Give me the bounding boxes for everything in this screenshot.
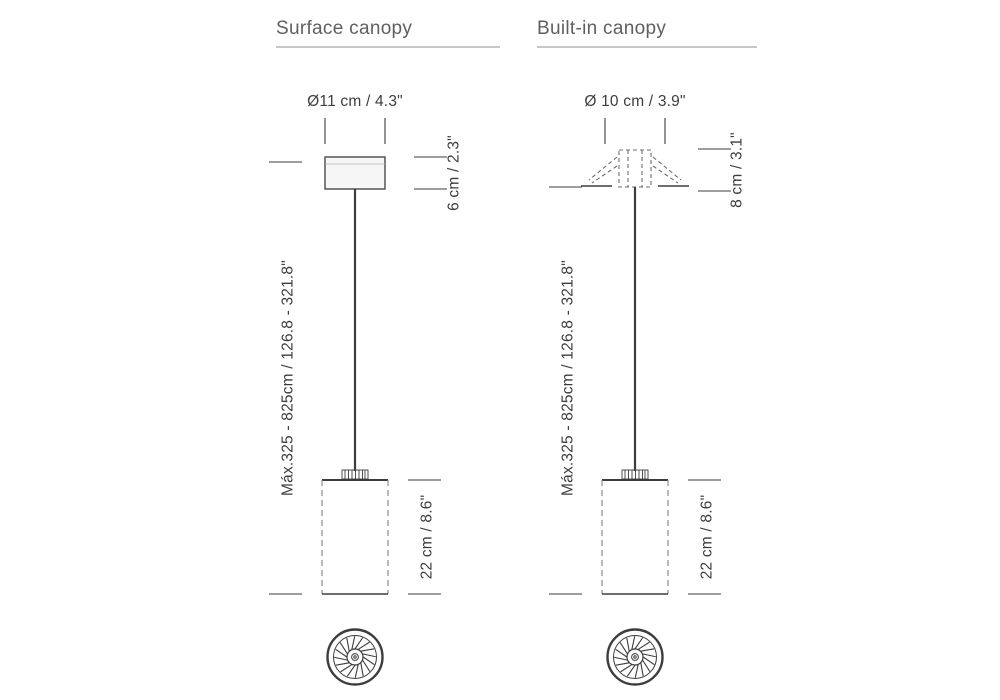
built-in-title: Built-in canopy — [537, 18, 666, 39]
surface-canopy-height-label: 6 cm / 2.3" — [445, 135, 462, 211]
surface-canopy-body — [324, 156, 386, 190]
surface-shade-cylinder — [321, 479, 389, 595]
surface-diameter-dimension: Ø11 cm / 4.3" — [307, 93, 403, 144]
surface-shade-fitting — [341, 469, 369, 480]
surface-diameter-label: Ø11 cm / 4.3" — [307, 93, 403, 110]
built-in-canopy-diagram: Built-in canopy Ø 10 cm / 3.9" 8 cm — [537, 18, 757, 686]
built-in-shade-height-label: 22 cm / 8.6" — [698, 495, 715, 580]
built-in-bottom-view-fan-icon — [606, 628, 664, 686]
surface-canopy-diagram: Surface canopy Ø11 cm / 4.3" 6 cm / 2.3"… — [269, 18, 500, 686]
built-in-shade-cylinder — [601, 479, 669, 595]
built-in-shade-fitting — [621, 469, 649, 480]
built-in-shade-height-dimension: 22 cm / 8.6" — [688, 479, 721, 595]
surface-bottom-view-fan-icon — [326, 628, 384, 686]
surface-shade-height-dimension: 22 cm / 8.6" — [408, 479, 441, 595]
built-in-canopy-height-dimension: 8 cm / 3.1" — [698, 132, 745, 208]
surface-max-drop-label: Máx.325 - 825cm / 126.8 - 321.8" — [279, 260, 296, 496]
surface-title: Surface canopy — [276, 18, 412, 39]
surface-canopy-height-dimension: 6 cm / 2.3" — [414, 135, 462, 211]
surface-shade-height-label: 22 cm / 8.6" — [418, 495, 435, 580]
built-in-diameter-dimension: Ø 10 cm / 3.9" — [584, 93, 685, 144]
built-in-canopy-housing — [581, 149, 689, 188]
built-in-diameter-label: Ø 10 cm / 3.9" — [584, 93, 685, 110]
surface-max-drop-dimension: Máx.325 - 825cm / 126.8 - 321.8" — [269, 161, 302, 595]
built-in-max-drop-dimension: Máx.325 - 825cm / 126.8 - 321.8" — [549, 186, 582, 595]
built-in-max-drop-label: Máx.325 - 825cm / 126.8 - 321.8" — [559, 260, 576, 496]
built-in-canopy-height-label: 8 cm / 3.1" — [728, 132, 745, 208]
